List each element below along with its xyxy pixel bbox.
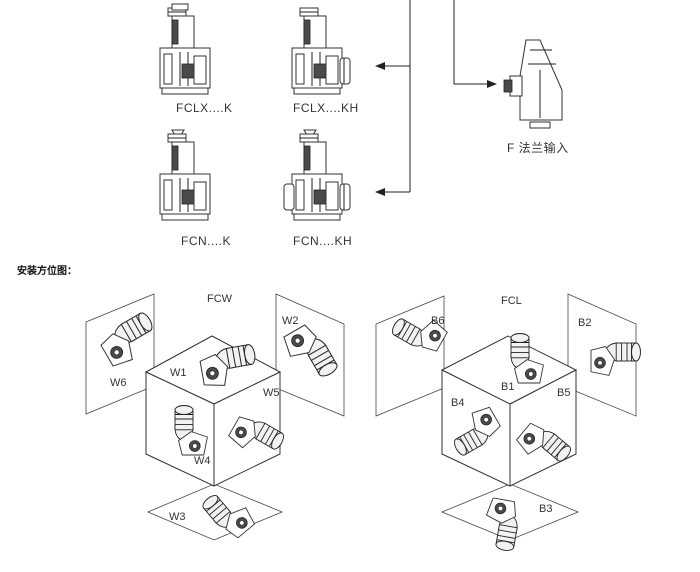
fcw-title: FCW [207,293,233,305]
model-fcn-k [159,129,211,221]
model-fclx-kh [291,7,351,95]
label-flange-input: F 法兰输入 [507,140,569,155]
fcl-pos-b2: B2 [578,317,591,329]
mounting-heading: 安装方位图： [17,264,77,277]
fcl-pos-b1: B1 [501,381,514,393]
fcw-pos-w5: W5 [263,387,280,399]
label-fclx-kh: FCLX....KH [293,101,359,115]
flange-input-drawing [503,39,563,129]
model-fclx-k [159,3,211,95]
fcw-pos-w2: W2 [282,315,299,327]
fcl-pos-b3: B3 [539,503,552,515]
fcw-pos-w1: W1 [170,367,187,379]
connector-lines [375,0,497,196]
label-fclx-k: FCLX....K [176,101,233,115]
fcw-pos-w3: W3 [169,511,186,523]
label-fcn-k: FCN....K [181,234,231,248]
fcw-pos-w4: W4 [194,455,211,467]
fcl-pos-b6: B6 [431,315,444,327]
fcl-pos-b4: B4 [451,397,464,409]
fcl-pos-b5: B5 [557,387,570,399]
label-fcn-kh: FCN....KH [293,234,352,248]
fcl-title: FCL [501,295,522,307]
fcw-pos-w6: W6 [110,377,127,389]
model-fcn-kh [283,129,351,221]
